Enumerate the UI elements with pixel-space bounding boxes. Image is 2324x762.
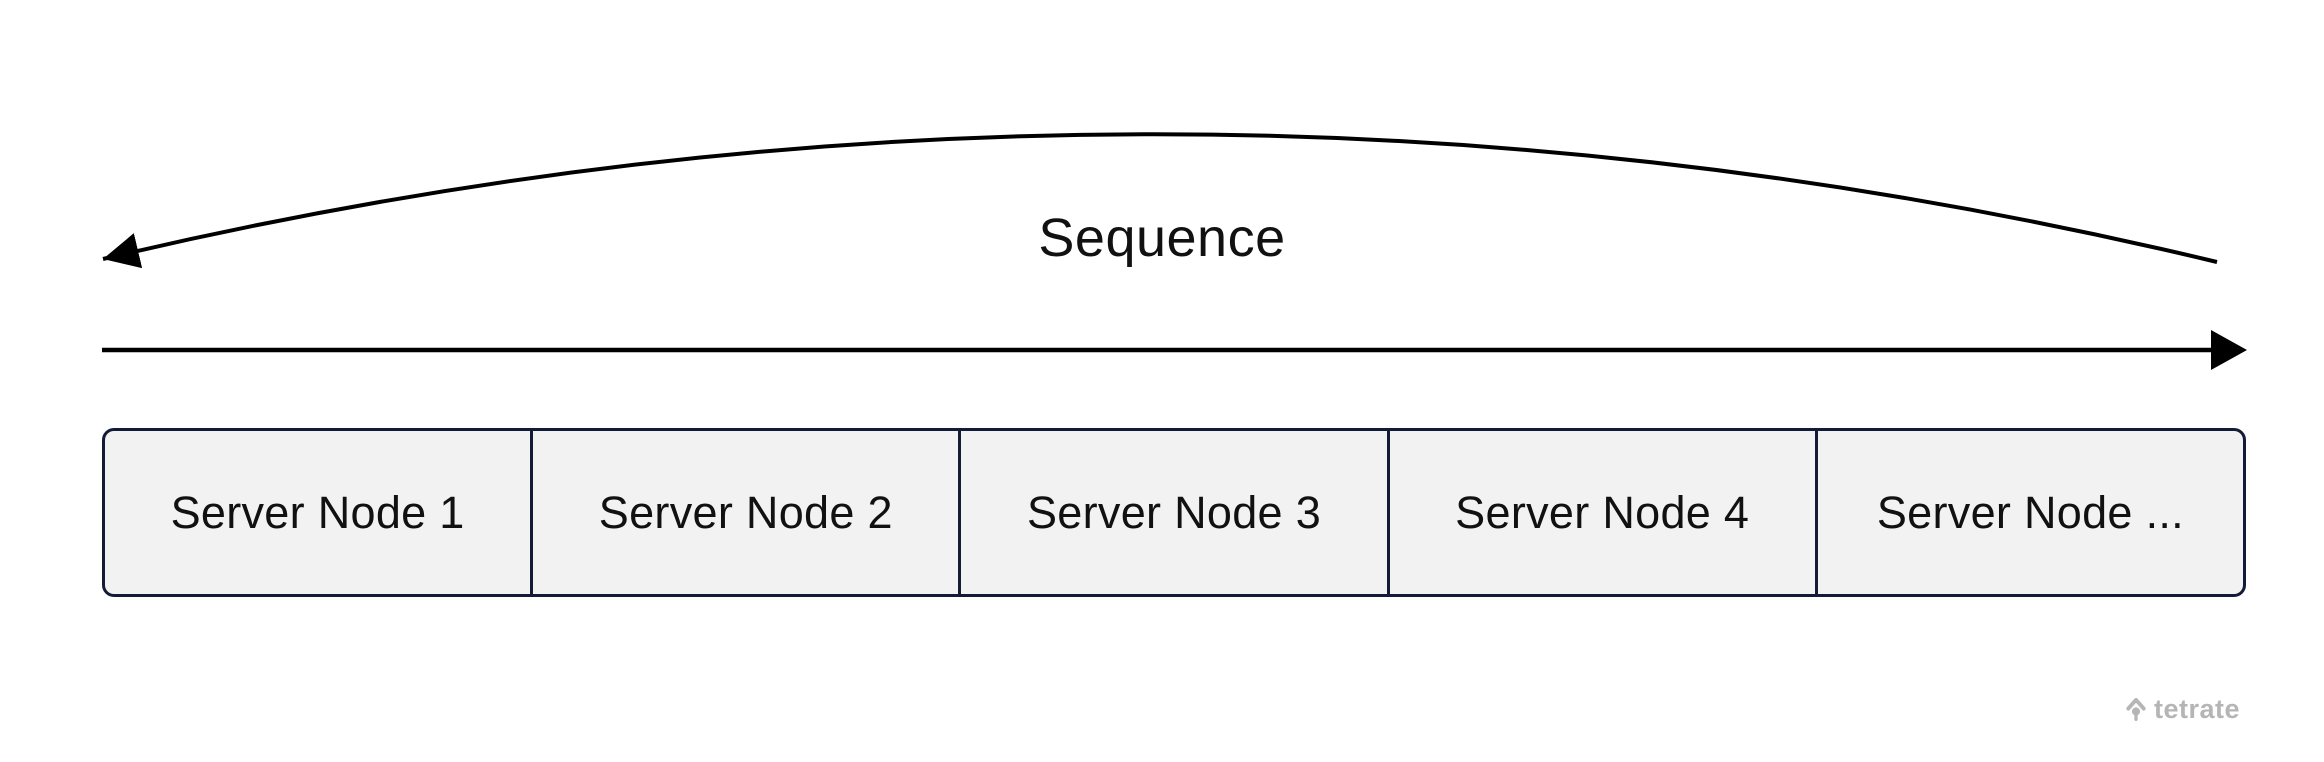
server-node-label: Server Node 1	[170, 486, 465, 538]
server-node-box-4: Server Node 4	[1386, 431, 1815, 594]
sequence-return-arrow-curve	[102, 132, 2218, 269]
tetrate-up-arrow-icon	[2126, 697, 2146, 721]
sequence-forward-arrow-head	[2211, 330, 2247, 370]
server-node-row: Server Node 1 Server Node 2 Server Node …	[102, 428, 2246, 597]
sequence-label: Sequence	[1038, 208, 1286, 268]
server-node-label: Server Node 3	[1026, 486, 1322, 538]
server-node-box-more: Server Node ...	[1814, 431, 2243, 594]
server-node-box-2: Server Node 2	[530, 431, 959, 594]
server-node-label: Server Node 4	[1455, 486, 1750, 538]
server-node-box-1: Server Node 1	[105, 431, 531, 594]
server-node-label: Server Node ...	[1876, 486, 2184, 538]
tetrate-logo: tetrate	[2125, 693, 2240, 725]
tetrate-logo-text: tetrate	[2153, 693, 2240, 724]
server-node-label: Server Node 2	[598, 486, 893, 538]
server-node-box-3: Server Node 3	[958, 431, 1387, 594]
